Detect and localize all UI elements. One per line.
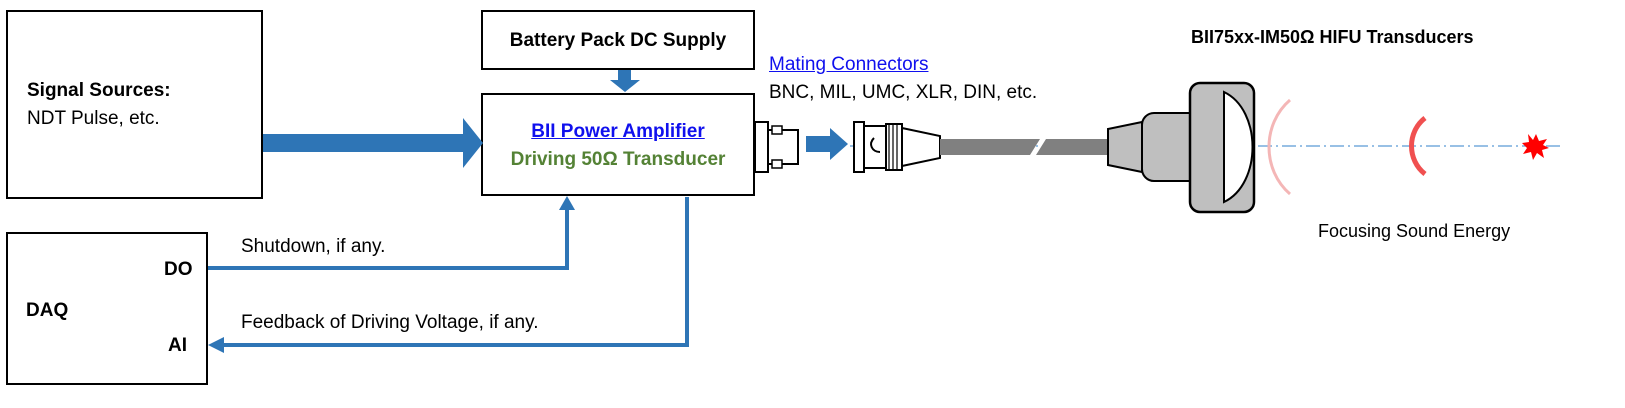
feedback-arrowhead — [208, 337, 224, 353]
mating-connectors-link[interactable]: Mating Connectors — [769, 54, 929, 75]
shutdown-arrowhead — [559, 196, 575, 210]
battery-to-amplifier-arrow — [610, 70, 640, 92]
signal-sources-subtitle: NDT Pulse, etc. — [27, 108, 160, 129]
feedback-line — [222, 197, 689, 347]
hifu-transducer — [1107, 81, 1256, 214]
bnc-plug — [853, 121, 941, 173]
connector-types-text: BNC, MIL, UMC, XLR, DIN, etc. — [769, 82, 1038, 103]
shutdown-line — [208, 210, 569, 270]
amplifier-box — [481, 93, 755, 196]
signal-sources-box — [6, 10, 263, 199]
shutdown-label: Shutdown, if any. — [241, 236, 386, 257]
signal-to-amplifier-arrow — [263, 118, 483, 168]
focusing-caption: Focusing Sound Energy — [1318, 221, 1511, 241]
amplifier-bnc-port — [754, 121, 799, 173]
transducer-title: BII75xx-IM50Ω HIFU Transducers — [1191, 27, 1474, 47]
feedback-label: Feedback of Driving Voltage, if any. — [241, 312, 539, 333]
daq-ai-label: AI — [168, 335, 187, 356]
amplifier-subtitle: Driving 50Ω Transducer — [510, 149, 726, 170]
focal-point-burst — [1522, 134, 1549, 160]
battery-label: Battery Pack DC Supply — [509, 30, 727, 51]
daq-title: DAQ — [26, 300, 69, 321]
battery-box — [481, 10, 755, 70]
wavefront-faint-arc — [1267, 98, 1291, 196]
connector-arrow — [806, 128, 848, 160]
daq-box — [6, 232, 208, 385]
wavefront-arc — [1409, 116, 1427, 176]
daq-do-label: DO — [164, 259, 193, 280]
coax-cable — [940, 139, 1108, 155]
amplifier-title[interactable]: BII Power Amplifier — [531, 121, 705, 142]
signal-sources-title: Signal Sources: — [27, 80, 171, 101]
